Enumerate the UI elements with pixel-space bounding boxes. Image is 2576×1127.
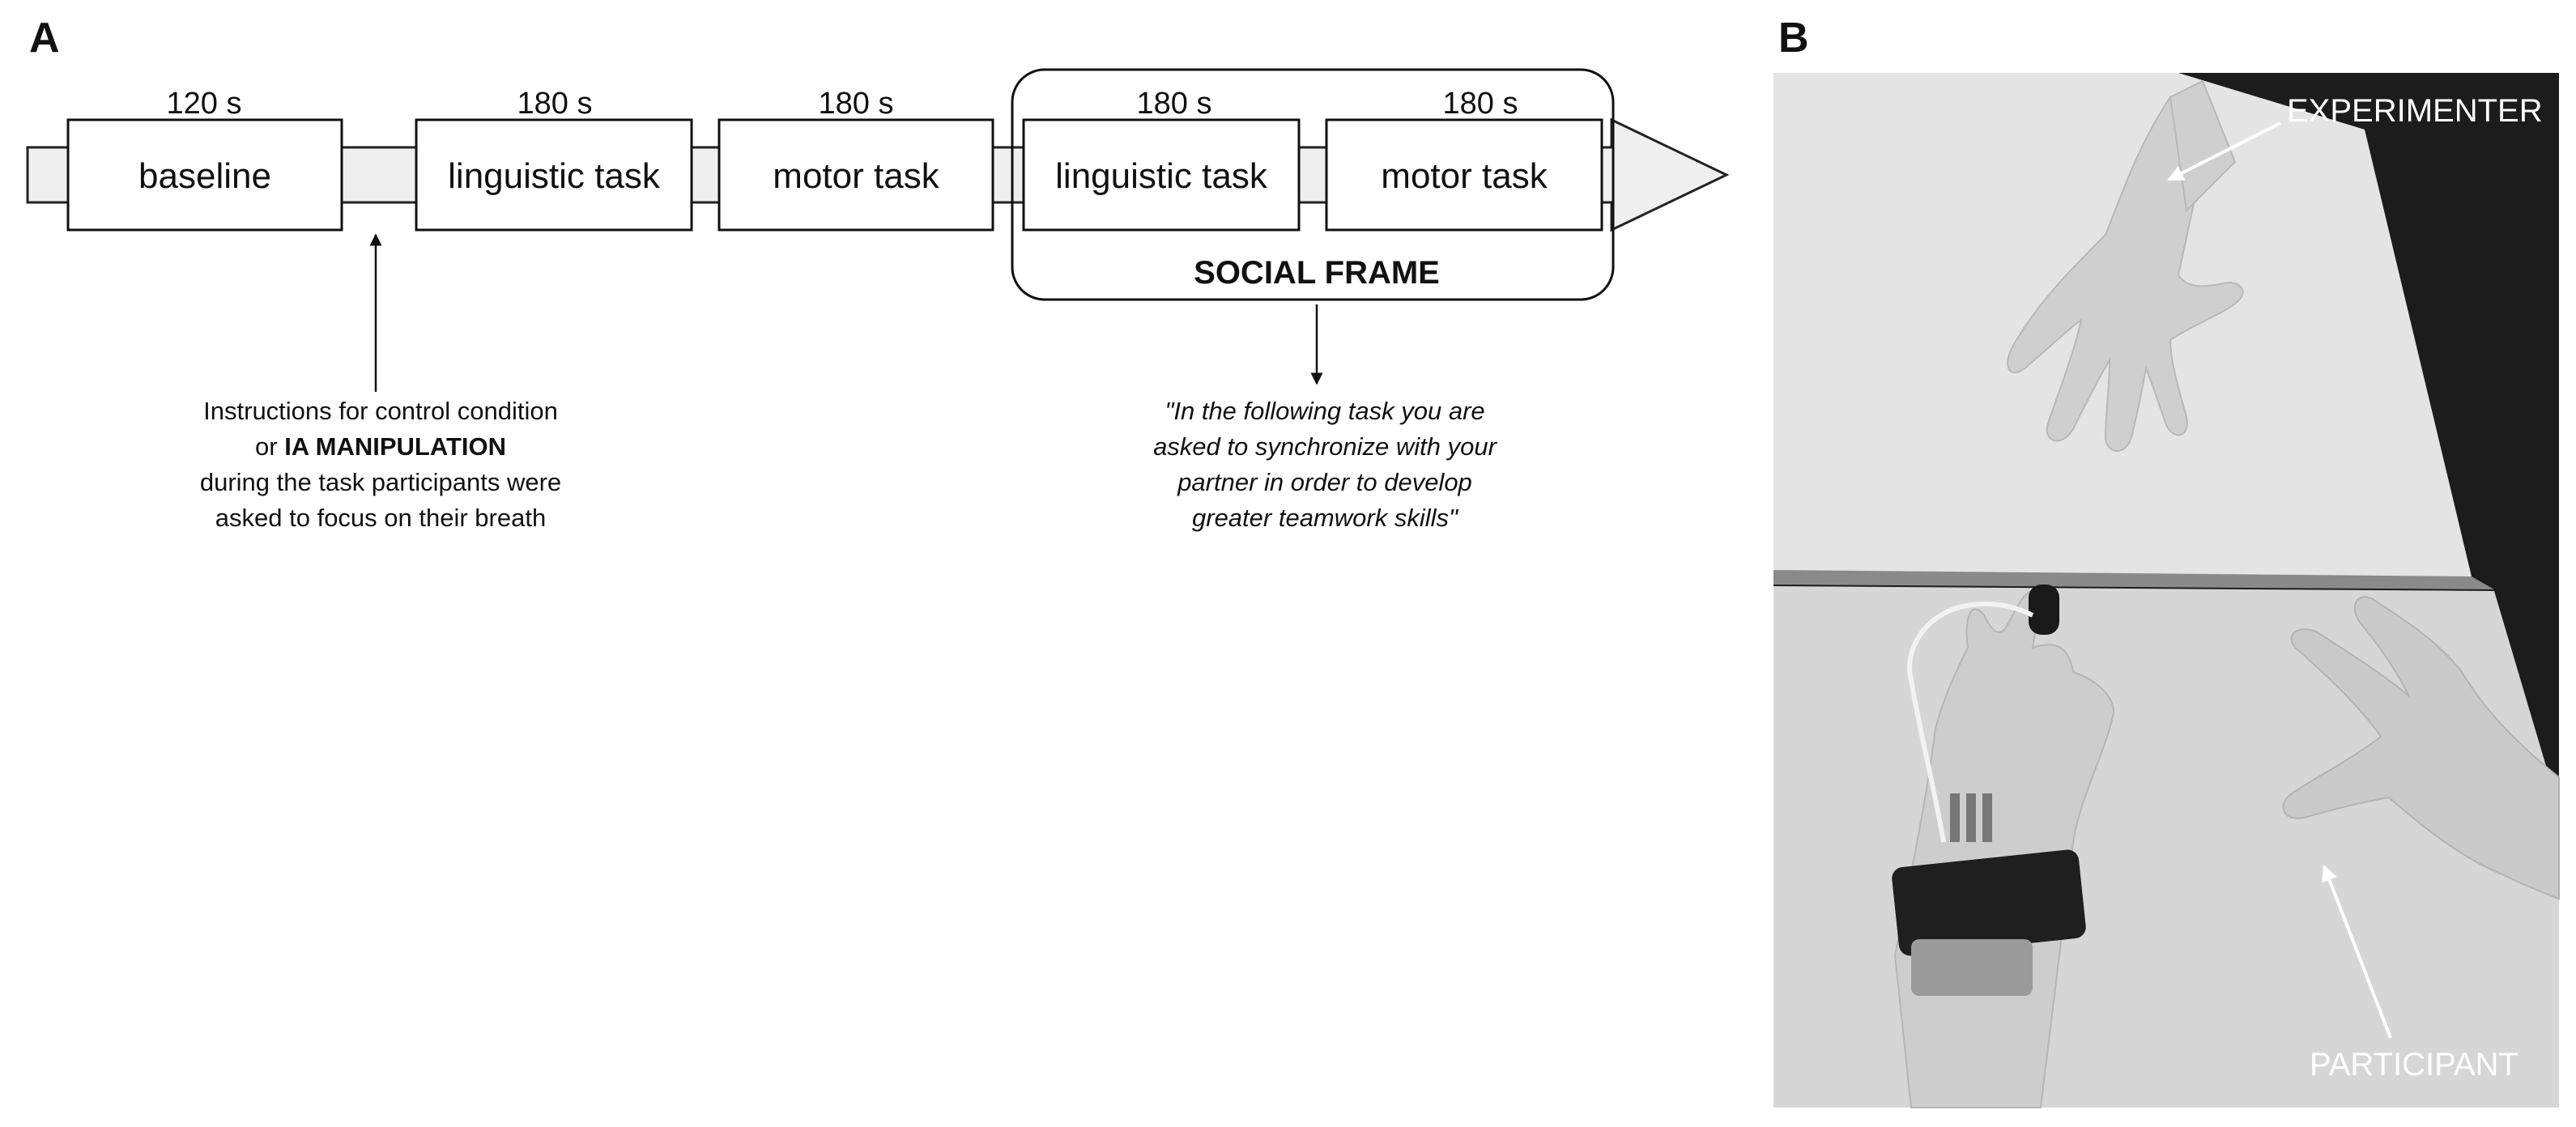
finger-sensor bbox=[2029, 585, 2059, 635]
instructions-line-4: asked to focus on their breath bbox=[215, 504, 546, 532]
experimenter-hand bbox=[2007, 79, 2244, 452]
instructions-line-1: Instructions for control condition bbox=[203, 397, 558, 425]
experiment-photo: EXPERIMENTER PARTICIPANT bbox=[1773, 73, 2560, 1108]
quote-line-1: "In the following task you are bbox=[1165, 397, 1484, 425]
panel-label-b: B bbox=[1778, 15, 1809, 62]
panel-label-a: A bbox=[29, 15, 60, 62]
quote-line-4: greater teamwork skills" bbox=[1192, 504, 1459, 532]
block-duration: 180 s bbox=[819, 87, 894, 121]
participant-left-hand bbox=[1892, 585, 2115, 1108]
ia-manipulation-label: IA MANIPULATION bbox=[284, 432, 506, 461]
block-label: baseline bbox=[138, 156, 271, 196]
block-linguistic-task bbox=[415, 118, 693, 232]
photo-table-gap bbox=[1773, 570, 2494, 589]
block-duration: 180 s bbox=[517, 87, 593, 121]
instructions-line-2-prefix: or bbox=[255, 432, 284, 461]
sensor-cables bbox=[1907, 601, 2034, 843]
block-duration: 180 s bbox=[1137, 87, 1212, 121]
block-motor-task-social bbox=[1325, 118, 1603, 232]
experimenter-pointer bbox=[2167, 121, 2281, 181]
block-label: motor task bbox=[773, 156, 939, 196]
quote-line-3: partner in order to develop bbox=[1177, 468, 1472, 496]
block-label: linguistic task bbox=[1055, 156, 1268, 196]
social-frame-box bbox=[1011, 68, 1615, 301]
experimenter-label: EXPERIMENTER bbox=[2287, 93, 2543, 129]
block-baseline bbox=[66, 118, 343, 232]
wrist-device bbox=[1911, 939, 2033, 996]
block-linguistic-task-social bbox=[1022, 118, 1301, 232]
participant-right-hand bbox=[2282, 596, 2560, 900]
instructions-line-2: or IA MANIPULATION bbox=[255, 432, 506, 461]
block-duration: 120 s bbox=[167, 87, 242, 121]
block-label: motor task bbox=[1381, 156, 1548, 196]
participant-pointer bbox=[2322, 865, 2392, 1039]
wrist-strap bbox=[1892, 849, 2086, 956]
block-duration: 180 s bbox=[1443, 87, 1518, 121]
participant-label: PARTICIPANT bbox=[2310, 1047, 2519, 1082]
block-motor-task bbox=[717, 118, 994, 232]
social-frame-label: SOCIAL FRAME bbox=[1194, 255, 1440, 291]
block-label: linguistic task bbox=[448, 156, 661, 196]
quote-line-2: asked to synchronize with your bbox=[1153, 432, 1498, 461]
instructions-line-3: during the task participants were bbox=[200, 468, 561, 496]
